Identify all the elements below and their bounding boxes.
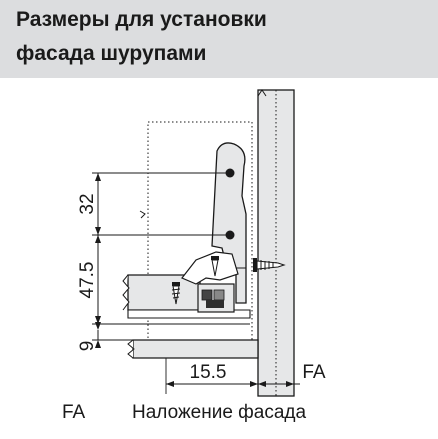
legend-key: FA (62, 402, 86, 423)
dimension-label-fa: FA (302, 362, 326, 383)
screw-icon (211, 256, 219, 277)
extension-lines (92, 172, 259, 394)
hole-marker-upper (225, 168, 235, 178)
front-panel (257, 89, 295, 397)
break-mark (139, 210, 146, 219)
legend-description: Наложение фасада (132, 402, 307, 423)
dimension-label-32: 32 (77, 193, 98, 214)
drawer-side (122, 274, 251, 325)
legend: FA Наложение фасада (0, 400, 438, 439)
dimension-label-9: 9 (77, 341, 98, 352)
front-fixing-bracket (181, 142, 247, 313)
dimension-label-15-5: 15.5 (190, 362, 227, 383)
title-line-2: фасада шурупами (16, 42, 207, 65)
dimension-label-47-5: 47.5 (77, 262, 98, 299)
bottom-board (127, 339, 259, 359)
mounting-diagram: 32 47.5 9 15.5 FA (77, 89, 326, 397)
vertical-dimension-line (95, 173, 101, 348)
facade-screw-icon (253, 258, 286, 272)
screw-icon (171, 282, 181, 305)
title-line-1: Размеры для установки (16, 8, 267, 31)
cabinet-side-outline (147, 121, 253, 341)
hole-marker-lower (225, 230, 235, 240)
header-banner: Размеры для установки фасада шурупами (0, 0, 438, 78)
horizontal-dimension-line (166, 374, 300, 394)
